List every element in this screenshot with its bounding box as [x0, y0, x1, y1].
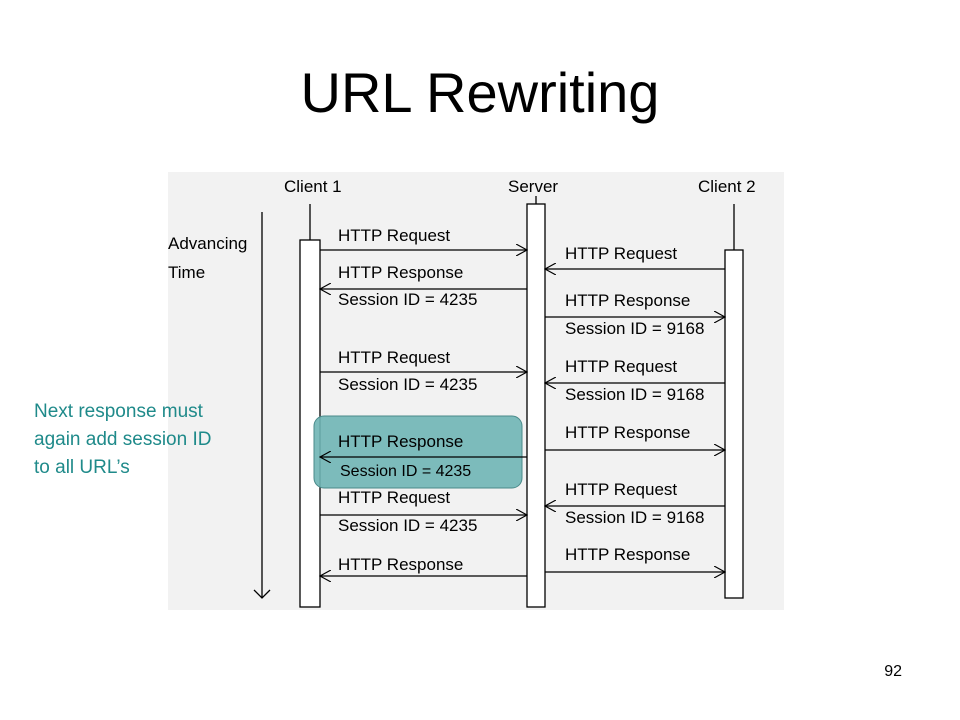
msg-c2-2-line2: Session ID = 9168	[565, 319, 704, 338]
msg-c1-4-line1: HTTP Response	[338, 432, 463, 451]
participant-client1: Client 1	[284, 177, 342, 196]
msg-c2-3-line1: HTTP Request	[565, 357, 677, 376]
msg-c2-5-line2: Session ID = 9168	[565, 508, 704, 527]
msg-c1-3-line1: HTTP Request	[338, 348, 450, 367]
highlight-session-label: Session ID = 4235	[340, 463, 472, 480]
note-line-3: to all URL’s	[34, 457, 130, 478]
msg-c1-5-line1: HTTP Request	[338, 488, 450, 507]
msg-c2-4-line1: HTTP Response	[565, 423, 690, 442]
msg-c2-1-line1: HTTP Request	[565, 244, 677, 263]
msg-c2-2-line1: HTTP Response	[565, 291, 690, 310]
note-line-1: Next response must	[34, 401, 203, 422]
server-lifeline	[526, 203, 546, 608]
msg-c1-2-line1: HTTP Response	[338, 263, 463, 282]
msg-c1-3-line2: Session ID = 4235	[338, 375, 477, 394]
msg-c2-6-line1: HTTP Response	[565, 545, 690, 564]
msg-c1-1-line1: HTTP Request	[338, 226, 450, 245]
note-line-2: again add session ID	[34, 429, 212, 450]
time-label-advancing: Advancing	[168, 234, 247, 253]
highlight-callout	[313, 415, 523, 489]
msg-c1-5-line2: Session ID = 4235	[338, 516, 477, 535]
msg-c1-2-line2: Session ID = 4235	[338, 290, 477, 309]
participant-client2: Client 2	[698, 177, 756, 196]
time-axis-arrowhead	[253, 589, 271, 599]
msg-c2-5-line1: HTTP Request	[565, 480, 677, 499]
page-number: 92	[884, 663, 902, 680]
slide-title: URL Rewriting	[300, 61, 660, 124]
annotation-note: Next response must again add session ID …	[34, 398, 274, 482]
time-label-time: Time	[168, 263, 205, 282]
diagram-panel	[168, 172, 784, 610]
msg-c1-6-line1: HTTP Response	[338, 555, 463, 574]
client2-lifeline	[724, 249, 744, 599]
msg-c2-3-line2: Session ID = 9168	[565, 385, 704, 404]
participant-server: Server	[508, 177, 558, 196]
